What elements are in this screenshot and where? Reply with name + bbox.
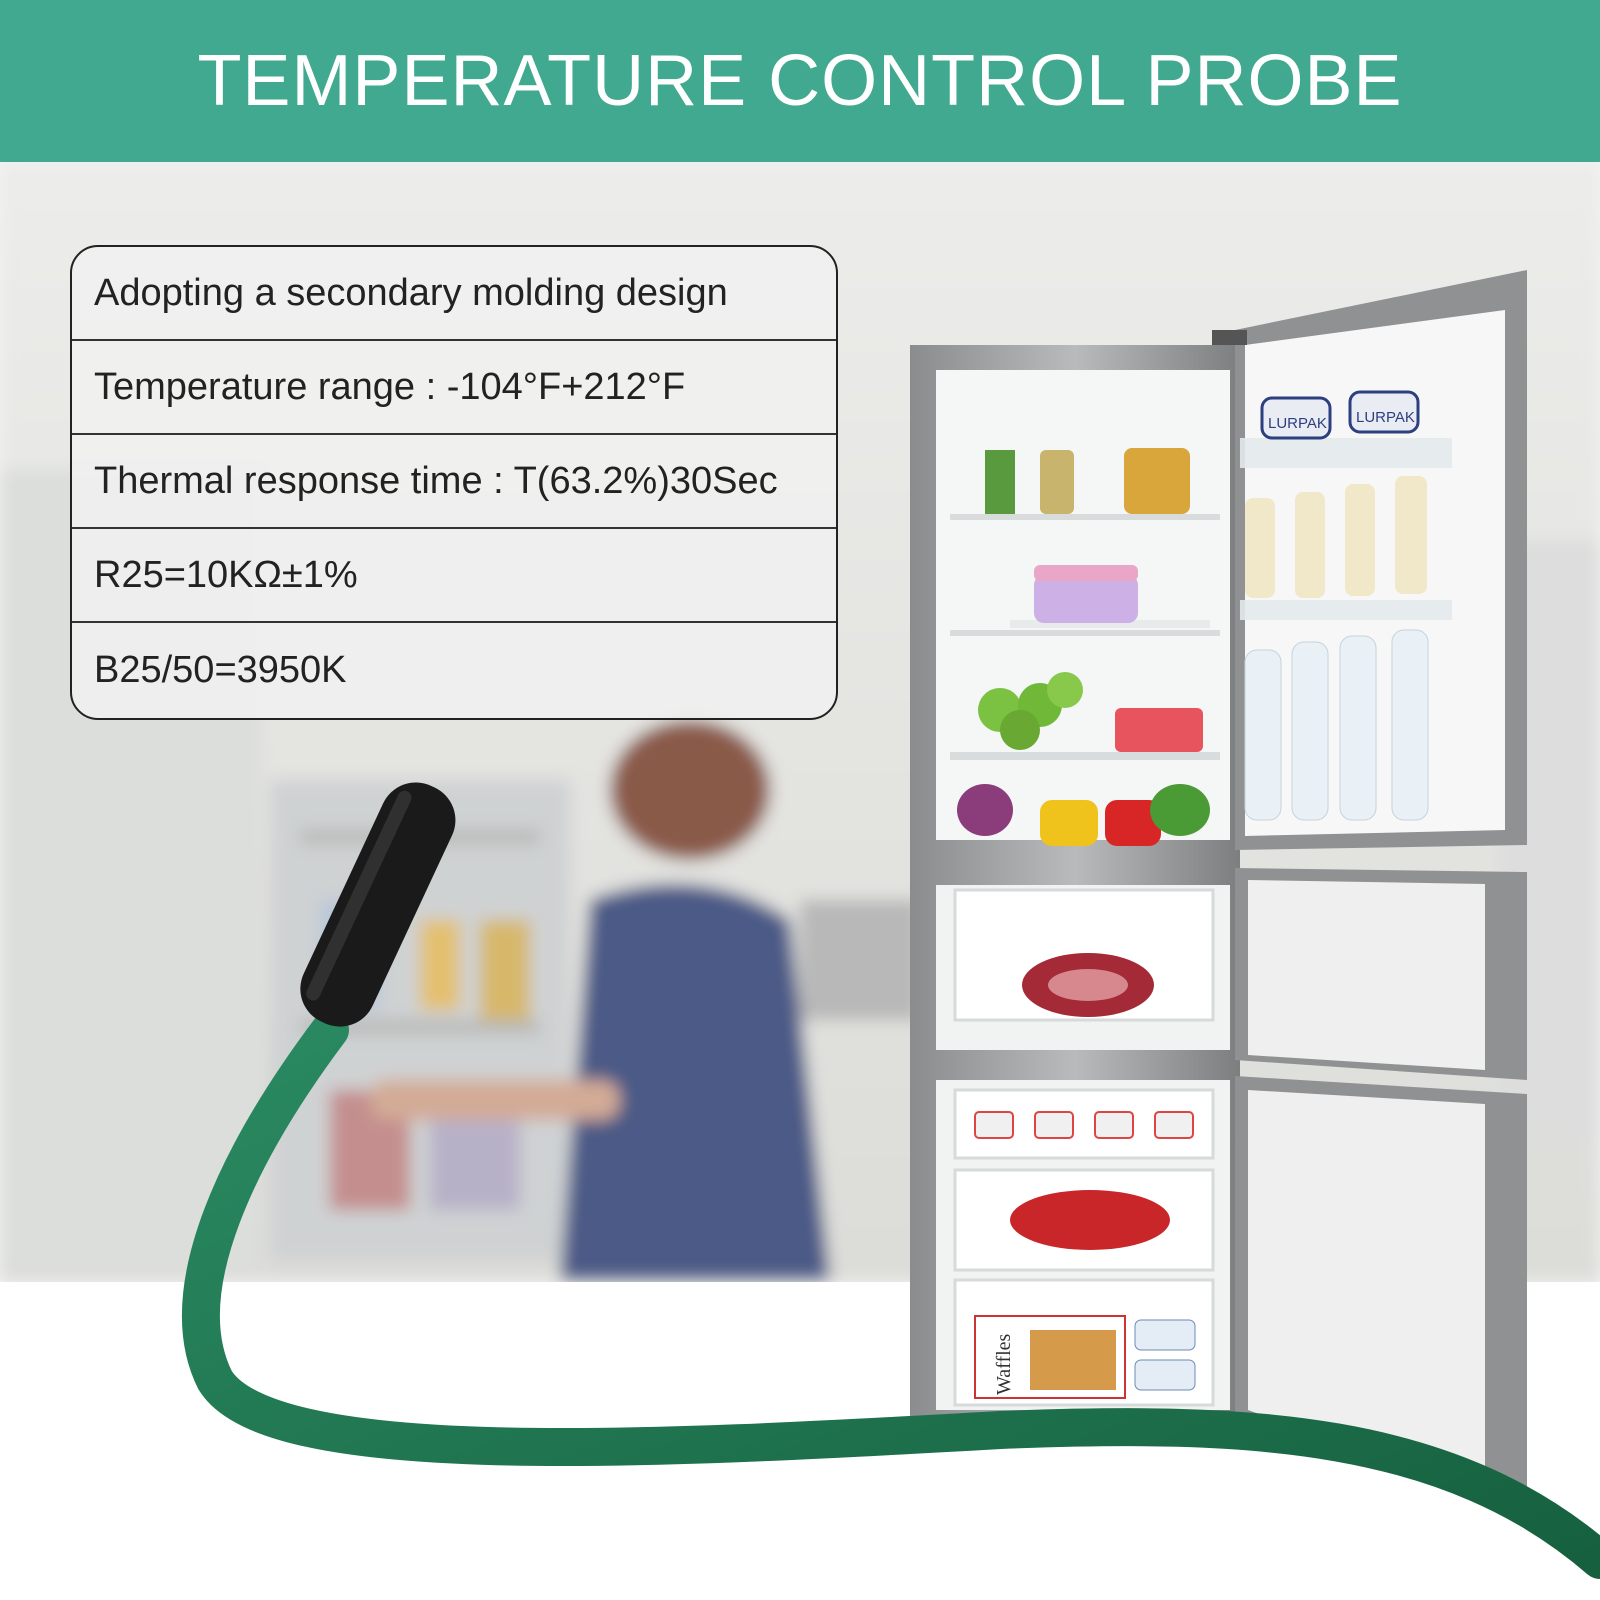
title-banner: TEMPERATURE CONTROL PROBE <box>0 0 1600 162</box>
refrigerator-illustration: Waffles LURPAK LURPAK <box>910 270 1527 1515</box>
spec-table: Adopting a secondary molding design Temp… <box>70 245 838 720</box>
probe-tip <box>300 782 456 1027</box>
temperature-probe <box>182 782 1600 1579</box>
spec-row-b-value: B25/50=3950K <box>94 648 347 691</box>
spec-row-temperature-range: Temperature range : -104°F+212°F <box>72 341 836 435</box>
spec-row-response-time: Thermal response time : T(63.2%)30Sec <box>72 435 836 529</box>
spec-row-resistance: R25=10KΩ±1% <box>72 529 836 623</box>
page-title: TEMPERATURE CONTROL PROBE <box>197 41 1403 121</box>
butter-label-right: LURPAK <box>1356 409 1415 426</box>
waffles-box-label: Waffles <box>993 1333 1015 1395</box>
spec-row-molding: Adopting a secondary molding design <box>72 247 836 341</box>
butter-label-left: LURPAK <box>1268 415 1327 432</box>
